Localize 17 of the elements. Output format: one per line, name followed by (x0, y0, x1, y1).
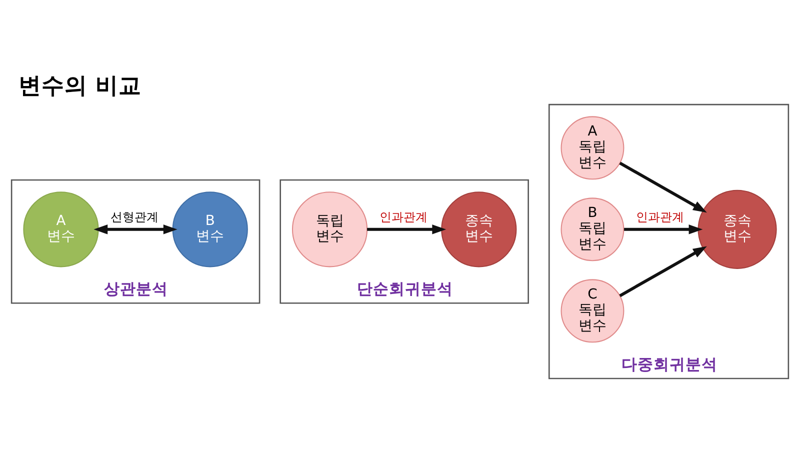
arrow (624, 224, 703, 234)
edge-label: 선형관계 (110, 209, 159, 224)
node-circle: A 변수 (23, 191, 99, 267)
node-circle: C 독립 변수 (560, 278, 624, 342)
edge-label: 인과관계 (379, 209, 428, 224)
arrow (619, 246, 707, 297)
edge-label: 인과관계 (636, 209, 684, 224)
arrow (619, 161, 707, 212)
diagram-title: 변수의 비교 (18, 72, 142, 99)
node-circle: A 독립 변수 (560, 116, 624, 180)
node-circle: 종속 변수 (441, 191, 517, 267)
node-circle: B 변수 (172, 191, 248, 267)
node-circle: 독립 변수 (292, 191, 368, 267)
arrow (367, 224, 446, 234)
arrow (94, 224, 178, 234)
node-circle: 종속 변수 (698, 189, 777, 268)
node-circle: B 독립 변수 (560, 197, 624, 261)
